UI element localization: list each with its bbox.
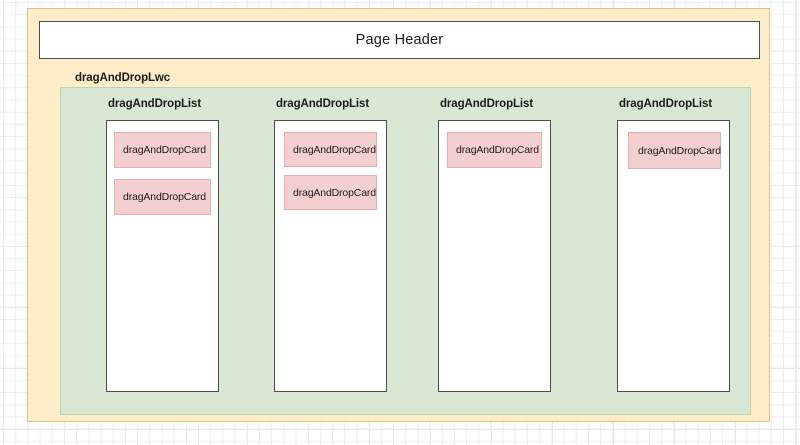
drag-and-drop-card[interactable]: dragAndDropCard — [114, 179, 211, 215]
drag-and-drop-list-column-3: dragAndDropList dragAndDropCard — [438, 88, 551, 414]
page-container: Page Header dragAndDropLwc dragAndDropLi… — [27, 8, 770, 422]
drag-and-drop-lwc-region: dragAndDropList dragAndDropCard dragAndD… — [60, 87, 751, 415]
list-label-2: dragAndDropList — [276, 98, 370, 110]
drag-and-drop-list-column-4: dragAndDropList dragAndDropCard — [617, 88, 730, 414]
drag-and-drop-card[interactable]: dragAndDropCard — [628, 132, 721, 169]
lwc-component-label: dragAndDropLwc — [75, 72, 171, 84]
page-header-box: Page Header — [39, 21, 760, 59]
drop-list-4[interactable]: dragAndDropCard — [617, 120, 730, 392]
list-label-4: dragAndDropList — [619, 98, 713, 110]
drag-and-drop-list-column-1: dragAndDropList dragAndDropCard dragAndD… — [106, 88, 219, 414]
drop-list-1[interactable]: dragAndDropCard dragAndDropCard — [106, 120, 219, 392]
list-label-1: dragAndDropList — [108, 98, 202, 110]
drag-and-drop-list-column-2: dragAndDropList dragAndDropCard dragAndD… — [274, 88, 387, 414]
drag-and-drop-card[interactable]: dragAndDropCard — [447, 132, 542, 168]
drag-and-drop-card[interactable]: dragAndDropCard — [284, 132, 377, 167]
page-title: Page Header — [355, 32, 444, 48]
drag-and-drop-card[interactable]: dragAndDropCard — [284, 175, 377, 210]
drag-and-drop-card[interactable]: dragAndDropCard — [114, 132, 211, 168]
drop-list-2[interactable]: dragAndDropCard dragAndDropCard — [274, 120, 387, 392]
list-label-3: dragAndDropList — [440, 98, 534, 110]
drop-list-3[interactable]: dragAndDropCard — [438, 120, 551, 392]
